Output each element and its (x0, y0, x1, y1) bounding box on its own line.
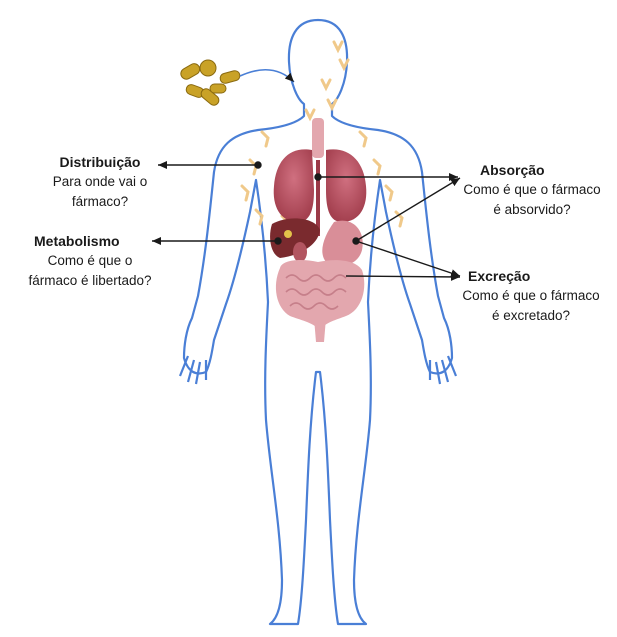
label-absorption-line1: Como é que o fármaco (452, 180, 612, 200)
label-distribution-line1: Para onde vai o (40, 172, 160, 192)
label-absorption-title: Absorção (452, 160, 612, 180)
label-excretion: Excreção Como é que o fármaco é excretad… (450, 266, 612, 326)
label-distribution-title: Distribuição (40, 152, 160, 172)
label-absorption: Absorção Como é que o fármaco é absorvid… (452, 160, 612, 220)
pills-icon (179, 60, 241, 107)
label-metabolism-title: Metabolismo (6, 231, 174, 251)
label-metabolism: Metabolismo Como é que o fármaco é liber… (6, 231, 174, 291)
label-excretion-title: Excreção (450, 266, 612, 286)
label-excretion-line1: Como é que o fármaco (450, 286, 612, 306)
label-distribution-line2: fármaco? (40, 192, 160, 212)
label-excretion-line2: é excretado? (450, 306, 612, 326)
organs-illustration (270, 118, 366, 342)
label-metabolism-line1: Como é que o (6, 251, 174, 271)
ingestion-arrow (240, 70, 294, 82)
label-absorption-line2: é absorvido? (452, 200, 612, 220)
label-metabolism-line2: fármaco é libertado? (6, 271, 174, 291)
label-distribution: Distribuição Para onde vai o fármaco? (40, 152, 160, 212)
